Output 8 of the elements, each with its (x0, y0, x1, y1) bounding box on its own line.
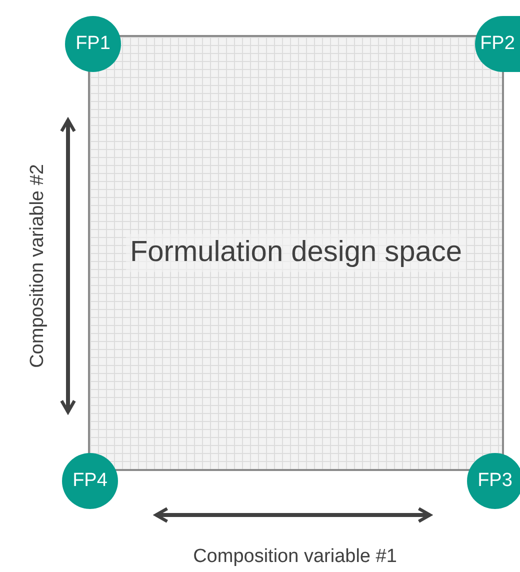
point-label: FP2 (480, 33, 515, 55)
point-label: FP4 (72, 470, 108, 492)
axis-label: Composition variable #2 (27, 164, 49, 368)
corner-circle (467, 453, 520, 509)
point-label: FP3 (478, 470, 512, 492)
region-label: Formulation design space (126, 234, 466, 272)
axis-label: Composition variable #1 (193, 546, 397, 568)
point-label: FP1 (76, 33, 110, 55)
